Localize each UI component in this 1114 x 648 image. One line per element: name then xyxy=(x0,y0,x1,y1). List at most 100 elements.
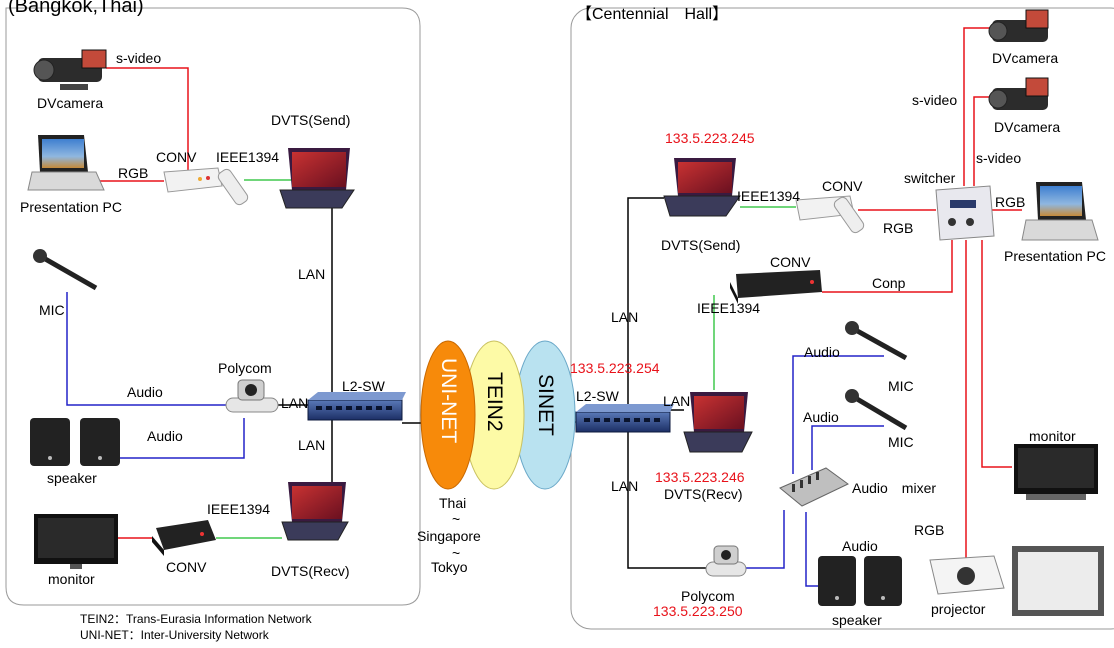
lan-polycom-left-label: LAN xyxy=(281,395,309,411)
lan-upper-right-label: LAN xyxy=(611,309,639,325)
wire-svideo-cam1 xyxy=(963,27,990,186)
dvts-recv-left-label: DVTS(Recv) xyxy=(271,563,350,579)
rgb-switcher-label: RGB xyxy=(883,220,914,236)
conv-send-right-label: CONV xyxy=(822,178,863,194)
conv-mid-right-label: CONV xyxy=(770,254,811,270)
ieee-bottom-left-label: IEEE1394 xyxy=(207,501,271,517)
dvcamera-right-1-label: DVcamera xyxy=(992,50,1059,66)
l2sw-left-label: L2-SW xyxy=(342,378,385,394)
bangkok-region-frame xyxy=(5,7,421,606)
conv-top-left-icon xyxy=(163,167,249,206)
audio-mic2-label: Audio xyxy=(803,409,839,425)
polycom-right-label: Polycom xyxy=(681,588,735,604)
ip-dvts-send-label: 133.5.223.245 xyxy=(665,130,755,146)
mic-right-2-label: MIC xyxy=(888,434,914,450)
l2-switch-left-icon xyxy=(307,392,406,421)
wire-audio-mic1 xyxy=(792,355,884,474)
projector-icon xyxy=(929,555,1005,595)
speaker-right-label: speaker xyxy=(832,612,882,628)
mic-right-1-label: MIC xyxy=(888,378,914,394)
uninet-cloud xyxy=(420,340,476,490)
dv-camera-left-icon xyxy=(33,49,107,90)
presentation-pc-left-icon xyxy=(27,135,105,191)
dv-camera-right-2-icon xyxy=(988,77,1049,110)
lan-lower-right-label: LAN xyxy=(611,478,639,494)
wire-audio-speaker-right xyxy=(805,512,820,587)
lan-vertical-left-label: LAN xyxy=(298,266,326,282)
mic-right-2-icon xyxy=(845,389,908,431)
wire-audio-mic-left xyxy=(66,292,226,406)
audio-speaker-right-label: Audio xyxy=(842,538,878,554)
switcher-icon xyxy=(935,185,995,241)
audio-speaker-left-label: Audio xyxy=(147,428,183,444)
conv-bottom-left-icon xyxy=(152,520,216,556)
tein2-label: TEIN2 xyxy=(483,372,506,432)
wire-audio-polycom xyxy=(745,510,785,569)
dvts-send-right-label: DVTS(Send) xyxy=(661,237,741,253)
monitor-right-icon xyxy=(1014,444,1098,500)
bangkok-region-title: (Bangkok,Thai) xyxy=(8,0,144,17)
dvts-send-laptop-left-icon xyxy=(279,148,355,209)
uninet-label: UNI-NET xyxy=(437,358,460,444)
wire-audio-mic2 xyxy=(811,425,884,470)
rgb-projector-label: RGB xyxy=(914,522,945,538)
wire-lan-upper-right xyxy=(627,197,664,408)
dvcamera-left-label: DVcamera xyxy=(37,95,104,111)
svideo-right-1-label: s-video xyxy=(912,92,958,108)
speaker-right-icon xyxy=(818,556,902,606)
ip-l2sw-label: 133.5.223.254 xyxy=(570,360,660,376)
route-tilde-2: ~ xyxy=(452,545,461,561)
svideo-left-label: s-video xyxy=(116,50,162,66)
dvts-recv-laptop-right-icon xyxy=(683,392,753,453)
ip-dvts-recv-label: 133.5.223.246 xyxy=(655,469,745,485)
wire-svideo-left xyxy=(106,67,189,170)
conv-send-right-icon xyxy=(795,195,865,234)
wire-svideo-cam2 xyxy=(973,96,990,186)
lan-lower-left-label: LAN xyxy=(298,437,326,453)
dvts-recv-laptop-left-icon xyxy=(281,482,349,541)
audio-mixer-icon xyxy=(779,467,849,507)
route-singapore: Singapore xyxy=(417,528,481,544)
dvts-send-laptop-right-icon xyxy=(663,158,741,217)
presentation-pc-right-label: Presentation PC xyxy=(1004,248,1106,264)
conp-label: Conp xyxy=(872,275,906,291)
mic-left-label: MIC xyxy=(39,302,65,318)
l2sw-right-label: L2-SW xyxy=(576,388,619,404)
lan-recv-right-label: LAN xyxy=(663,393,691,409)
ieee-send-right-label: IEEE1394 xyxy=(737,188,801,204)
dvcamera-right-2-label: DVcamera xyxy=(994,119,1061,135)
projector-label: projector xyxy=(931,601,986,617)
mic-right-1-icon xyxy=(845,321,908,361)
wire-conp xyxy=(822,240,953,293)
wire-lan-polycom-right xyxy=(627,432,706,569)
sinet-label: SINET xyxy=(534,374,557,436)
polycom-right-icon xyxy=(705,545,747,577)
route-thai: Thai xyxy=(439,495,467,511)
speaker-left-label: speaker xyxy=(47,470,97,486)
footnote-uninet: UNI-NET：Inter-University Network xyxy=(80,628,269,642)
footnote-tein2: TEIN2：Trans-Eurasia Information Network xyxy=(80,612,312,626)
dv-camera-right-1-icon xyxy=(988,9,1049,42)
polycom-left-label: Polycom xyxy=(218,360,272,376)
ieee-mid-right-label: IEEE1394 xyxy=(697,300,761,316)
ip-polycom-label: 133.5.223.250 xyxy=(653,603,743,619)
monitor-left-label: monitor xyxy=(48,571,95,587)
audio-mic-left-label: Audio xyxy=(127,384,163,400)
wire-audio-speaker-left xyxy=(120,418,245,459)
polycom-left-icon xyxy=(225,379,279,413)
conv-top-left-label: CONV xyxy=(156,149,197,165)
conv-bottom-left-label: CONV xyxy=(166,559,207,575)
monitor-right-label: monitor xyxy=(1029,428,1076,444)
speaker-left-icon xyxy=(30,418,120,466)
route-tokyo: Tokyo xyxy=(431,559,468,575)
wire-switcher-monitor xyxy=(981,240,1012,468)
dvts-send-left-label: DVTS(Send) xyxy=(271,112,351,128)
svideo-right-2-label: s-video xyxy=(976,150,1022,166)
audio-mixer-label: Audio mixer xyxy=(852,480,937,496)
route-tilde-1: ~ xyxy=(452,511,461,527)
centennial-region-frame xyxy=(570,7,1114,630)
dvts-recv-right-label: DVTS(Recv) xyxy=(664,486,743,502)
monitor-left-icon xyxy=(34,514,118,569)
